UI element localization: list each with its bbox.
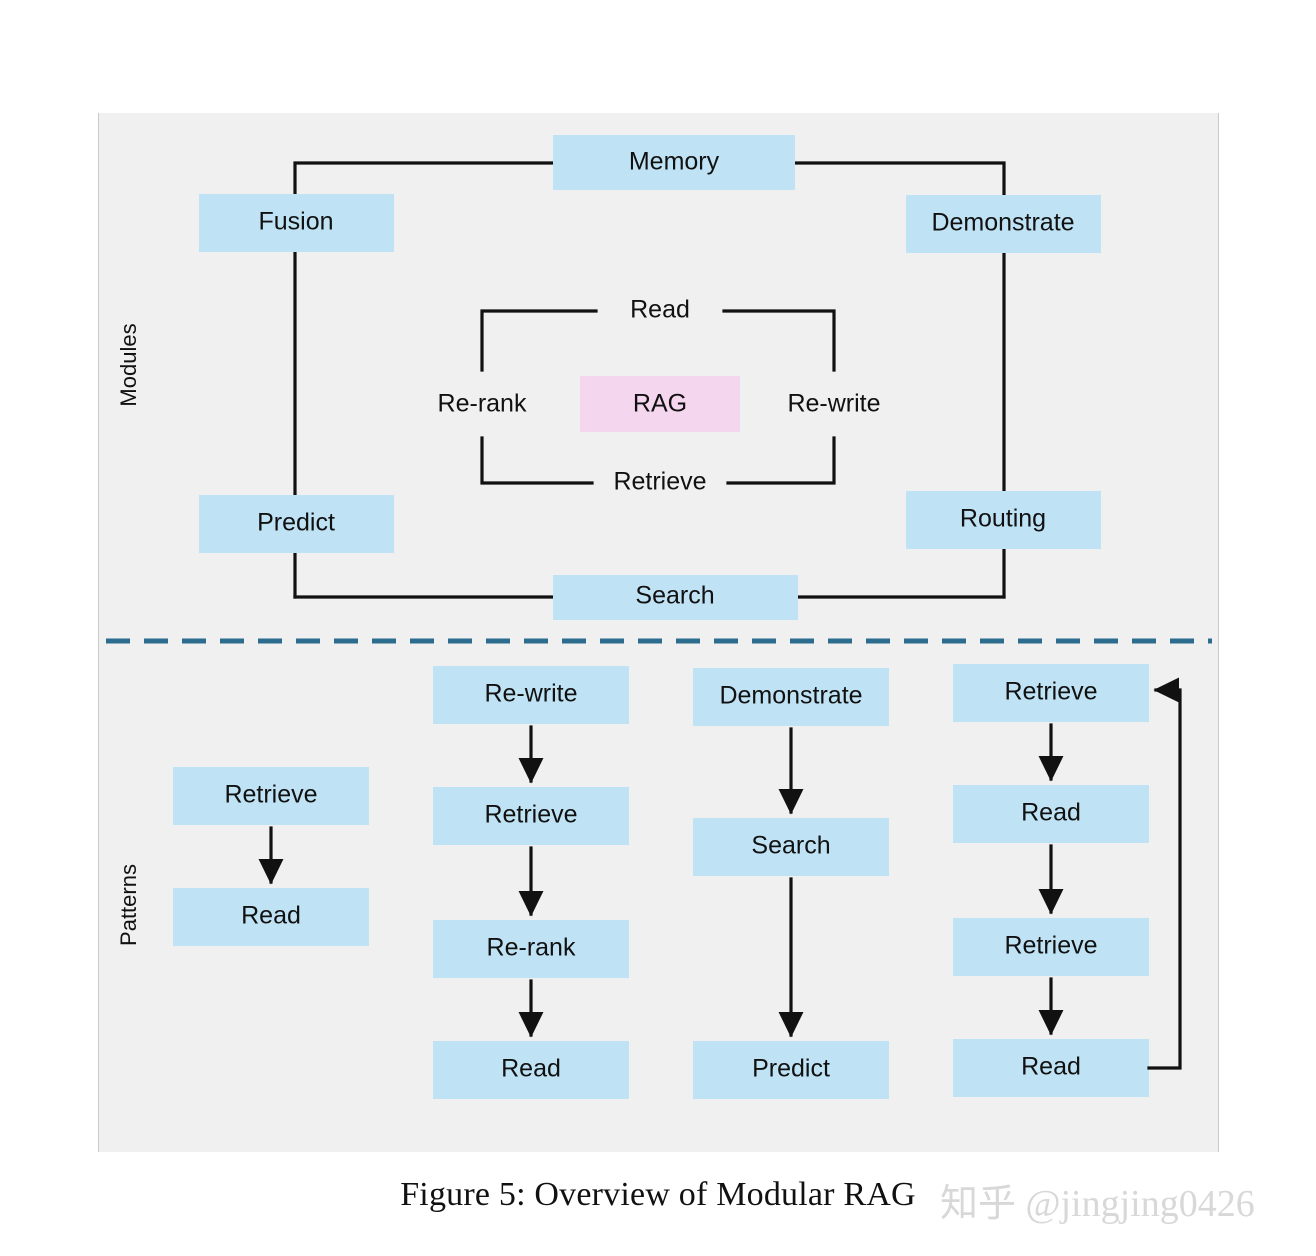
module-node-memory[interactable]: Memory bbox=[553, 135, 795, 190]
flow4-step-1[interactable]: Retrieve bbox=[953, 664, 1149, 722]
flow3-label-1: Demonstrate bbox=[719, 682, 862, 710]
module-node-retrieve[interactable]: Retrieve bbox=[613, 468, 706, 496]
routing-box bbox=[906, 491, 1101, 549]
flow2-label-3: Re-rank bbox=[487, 934, 576, 962]
flow2-step-4[interactable]: Read bbox=[433, 1041, 629, 1099]
flow4-box-1 bbox=[953, 664, 1149, 722]
flow1-label-2: Read bbox=[241, 902, 301, 930]
flow3-label-3: Predict bbox=[752, 1055, 830, 1083]
flow4-box-4 bbox=[953, 1039, 1149, 1097]
flow1-box-1 bbox=[173, 767, 369, 825]
flow4-label-3: Retrieve bbox=[1004, 932, 1097, 960]
memory-label: Memory bbox=[629, 148, 720, 176]
flow2-step-2[interactable]: Retrieve bbox=[433, 787, 629, 845]
module-node-predict[interactable]: Predict bbox=[199, 495, 394, 553]
flow2-label-4: Read bbox=[501, 1055, 561, 1083]
flow2-box-4 bbox=[433, 1041, 629, 1099]
flow4-box-3 bbox=[953, 918, 1149, 976]
fusion-label: Fusion bbox=[258, 208, 333, 236]
flow3-step-3[interactable]: Predict bbox=[693, 1041, 889, 1099]
modules-section: Modules Read Re-rank Re-write Retrieve R… bbox=[116, 135, 1101, 620]
demonstrate-label: Demonstrate bbox=[931, 209, 1074, 237]
flow3-box-1 bbox=[693, 668, 889, 726]
patterns-section: Patterns Retrieve Read Re-write bbox=[116, 664, 1182, 1099]
edge-read-to-rewrite bbox=[722, 309, 836, 372]
flow4-label-4: Read bbox=[1021, 1053, 1081, 1081]
flow2-step-1[interactable]: Re-write bbox=[433, 666, 629, 724]
edge-rerank-to-retrieve bbox=[480, 436, 594, 485]
figure-caption: Figure 5: Overview of Modular RAG bbox=[400, 1176, 916, 1213]
flow4-box-2 bbox=[953, 785, 1149, 843]
pattern-flow-4: Retrieve Read Retrieve Read bbox=[953, 664, 1182, 1097]
demonstrate-box bbox=[906, 195, 1101, 253]
flow3-step-2[interactable]: Search bbox=[693, 818, 889, 876]
modules-axis-label: Modules bbox=[116, 323, 141, 406]
rag-label: RAG bbox=[633, 390, 687, 418]
pattern-flow-2: Re-write Retrieve Re-rank Read bbox=[433, 666, 629, 1099]
edge-memory-fusion-predict-search bbox=[293, 161, 555, 599]
flow1-box-2 bbox=[173, 888, 369, 946]
flow4-step-2[interactable]: Read bbox=[953, 785, 1149, 843]
module-node-rag[interactable]: RAG bbox=[580, 376, 740, 432]
module-node-fusion[interactable]: Fusion bbox=[199, 194, 394, 252]
flow2-step-3[interactable]: Re-rank bbox=[433, 920, 629, 978]
flow2-box-1 bbox=[433, 666, 629, 724]
flow1-step-2[interactable]: Read bbox=[173, 888, 369, 946]
rag-box bbox=[580, 376, 740, 432]
edge-rewrite-to-retrieve bbox=[726, 436, 836, 485]
module-node-re-write[interactable]: Re-write bbox=[787, 390, 880, 418]
flow4-label-2: Read bbox=[1021, 799, 1081, 827]
edge-read-to-rerank bbox=[480, 309, 598, 372]
memory-box bbox=[553, 135, 795, 190]
flow3-label-2: Search bbox=[751, 832, 830, 860]
flow1-label-1: Retrieve bbox=[224, 781, 317, 809]
flow4-feedback-loop-arrow bbox=[1147, 677, 1182, 1070]
flow2-box-3 bbox=[433, 920, 629, 978]
pattern-flow-1: Retrieve Read bbox=[173, 767, 369, 946]
fusion-box bbox=[199, 194, 394, 252]
flow3-step-1[interactable]: Demonstrate bbox=[693, 668, 889, 726]
module-node-search[interactable]: Search bbox=[553, 575, 798, 620]
module-node-re-rank[interactable]: Re-rank bbox=[438, 390, 527, 418]
search-box bbox=[553, 575, 798, 620]
module-node-demonstrate[interactable]: Demonstrate bbox=[906, 195, 1101, 253]
flow4-step-3[interactable]: Retrieve bbox=[953, 918, 1149, 976]
module-node-routing[interactable]: Routing bbox=[906, 491, 1101, 549]
flow1-step-1[interactable]: Retrieve bbox=[173, 767, 369, 825]
flow3-box-3 bbox=[693, 1041, 889, 1099]
search-label: Search bbox=[635, 582, 714, 610]
flow2-box-2 bbox=[433, 787, 629, 845]
routing-label: Routing bbox=[960, 505, 1046, 533]
edge-memory-demonstrate-routing-search bbox=[793, 161, 1006, 599]
diagram-canvas bbox=[98, 113, 1219, 1152]
pattern-flow-3: Demonstrate Search Predict bbox=[693, 668, 889, 1099]
flow4-label-1: Retrieve bbox=[1004, 678, 1097, 706]
module-node-read[interactable]: Read bbox=[630, 296, 690, 324]
flow2-label-2: Retrieve bbox=[484, 801, 577, 829]
flow3-box-2 bbox=[693, 818, 889, 876]
flow2-label-1: Re-write bbox=[484, 680, 577, 708]
patterns-axis-label: Patterns bbox=[116, 864, 141, 946]
predict-label: Predict bbox=[257, 509, 335, 537]
predict-box bbox=[199, 495, 394, 553]
flow4-step-4[interactable]: Read bbox=[953, 1039, 1149, 1097]
